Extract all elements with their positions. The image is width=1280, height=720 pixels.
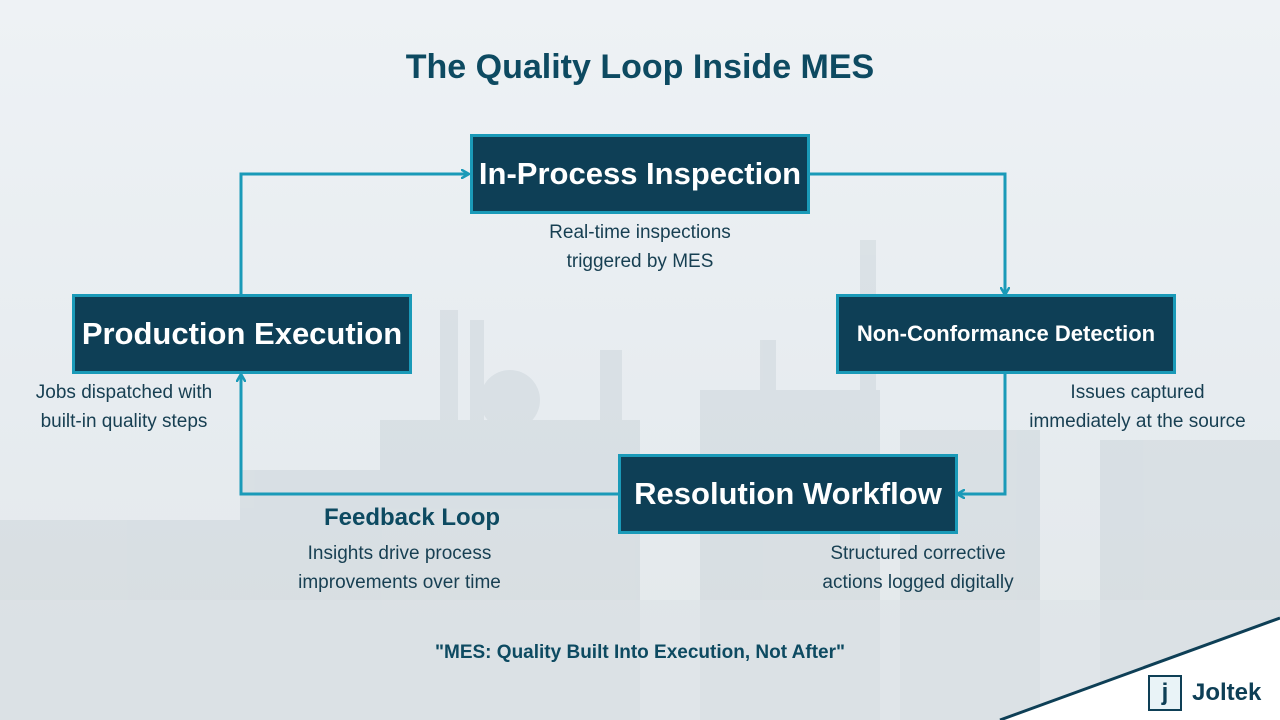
arrow-inspection-to-detection xyxy=(809,172,1005,294)
node-production-execution: Production Execution xyxy=(72,294,412,374)
node-label: Resolution Workflow xyxy=(634,476,942,511)
tagline-quote: "MES: Quality Built Into Execution, Not … xyxy=(435,642,845,663)
production-caption: Jobs dispatched with built-in quality st… xyxy=(35,382,213,432)
inspection-caption: Real-time inspections triggered by MES xyxy=(549,222,731,272)
brand-name: Joltek xyxy=(1192,679,1262,706)
node-label: Non-Conformance Detection xyxy=(856,321,1156,346)
feedback-loop-title: Feedback Loop xyxy=(323,504,501,531)
arrow-production-to-inspection xyxy=(239,174,468,296)
node-non-conformance-detection: Non-Conformance Detection xyxy=(836,294,1176,374)
arrow-resolution-to-production xyxy=(241,375,618,496)
brand-logo[interactable]: j Joltek xyxy=(1148,672,1261,714)
feedback-loop-caption: Insights drive process improvements over… xyxy=(298,543,501,593)
node-resolution-workflow: Resolution Workflow xyxy=(618,454,958,534)
page-title: The Quality Loop Inside MES xyxy=(405,48,875,86)
node-in-process-inspection: In-Process Inspection xyxy=(470,134,810,214)
resolution-caption: Structured corrective actions logged dig… xyxy=(822,543,1014,593)
node-label: Production Execution xyxy=(81,316,403,351)
detection-caption: Issues captured immediately at the sourc… xyxy=(1029,382,1246,432)
arrow-detection-to-resolution xyxy=(958,373,1007,494)
joltek-logo-icon: j xyxy=(1148,675,1182,711)
node-label: In-Process Inspection xyxy=(478,156,802,191)
